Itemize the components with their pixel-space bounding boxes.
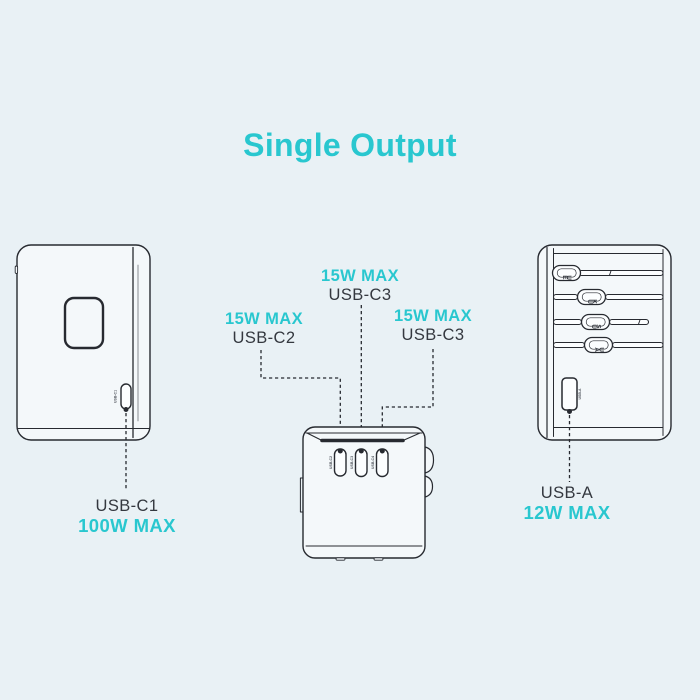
eu-slider-track bbox=[578, 269, 664, 277]
usb-a-port-marking: USB-A bbox=[578, 388, 582, 400]
callout-usb-c2: 15W MAX USB-C2 bbox=[189, 310, 339, 348]
leader-line-c2 bbox=[260, 350, 341, 448]
side-dial-bump-1 bbox=[424, 446, 435, 474]
us-slider-track-left bbox=[552, 318, 583, 326]
au-knob-label: AU bbox=[593, 347, 604, 352]
usb-c2-port-label: USB-C2 bbox=[232, 329, 296, 347]
eu-track-tick bbox=[609, 270, 612, 276]
usb-c1-power-label: 100W MAX bbox=[78, 515, 176, 536]
au-slider-track-right bbox=[611, 341, 664, 349]
usb-c4-port-label: USB-C3 bbox=[401, 326, 465, 344]
foot-right bbox=[373, 557, 384, 561]
usb-c3-power-label: 15W MAX bbox=[321, 267, 399, 285]
us-knob-inset bbox=[585, 317, 606, 327]
usb-c2-power-label: 15W MAX bbox=[225, 310, 303, 328]
usb-a-port bbox=[561, 377, 578, 411]
side-release-notch bbox=[14, 265, 19, 274]
eu-knob-label: EU bbox=[561, 275, 572, 280]
left-latch-tab bbox=[299, 477, 304, 513]
us-slider-track-right bbox=[608, 318, 650, 326]
callout-usb-a: USB-A 12W MAX bbox=[492, 484, 642, 522]
page-title: Single Output bbox=[243, 127, 457, 163]
leader-dot-c4 bbox=[379, 448, 385, 454]
adapter-front-view: USB-C1 bbox=[14, 244, 151, 489]
usb-c4-power-label: 15W MAX bbox=[394, 307, 472, 325]
uk-slider-track-left bbox=[552, 293, 579, 301]
power-button bbox=[63, 296, 105, 350]
usb-c2-port-marking: USB-C2 bbox=[329, 456, 333, 469]
foot-left bbox=[335, 557, 346, 561]
adapter-side-view: EU UK US AU USB-A bbox=[537, 244, 672, 482]
usb-a-port-label: USB-A bbox=[540, 484, 594, 502]
callout-usb-c1: USB-C1 100W MAX bbox=[52, 497, 202, 535]
callout-usb-c3-right: 15W MAX USB-C3 bbox=[358, 307, 508, 345]
uk-slider-track-right bbox=[604, 293, 664, 301]
usb-c3-port-label: USB-C3 bbox=[328, 286, 392, 304]
usb-c3-port-marking: USB-C3 bbox=[350, 456, 354, 469]
us-knob-label: US bbox=[590, 324, 601, 329]
leader-dot-c1 bbox=[123, 407, 129, 412]
leader-dot-a bbox=[567, 409, 572, 414]
side-dial-bump-2 bbox=[424, 475, 434, 498]
usb-c4-port-marking: USB-C4 bbox=[371, 456, 375, 469]
usb-c1-port bbox=[120, 383, 132, 410]
usb-c1-port-marking: USB-C1 bbox=[114, 390, 118, 403]
usb-a-power-label: 12W MAX bbox=[523, 502, 611, 523]
au-knob-inset bbox=[588, 340, 609, 350]
leader-dot-c3 bbox=[358, 448, 364, 454]
callout-usb-c3-top: 15W MAX USB-C3 bbox=[285, 267, 435, 305]
adapter-top-body bbox=[302, 426, 426, 559]
leader-dot-c2 bbox=[337, 448, 343, 454]
au-slider-track-left bbox=[552, 341, 586, 349]
uk-knob-label: UK bbox=[586, 299, 597, 304]
uk-knob-inset bbox=[581, 292, 602, 302]
us-track-tick bbox=[638, 319, 641, 325]
adapter-front-body bbox=[16, 244, 151, 441]
adapter-top-view: USB-C2 USB-C3 USB-C4 bbox=[260, 305, 435, 561]
eu-knob-inset bbox=[556, 268, 577, 278]
usb-c1-port-label: USB-C1 bbox=[95, 497, 159, 515]
